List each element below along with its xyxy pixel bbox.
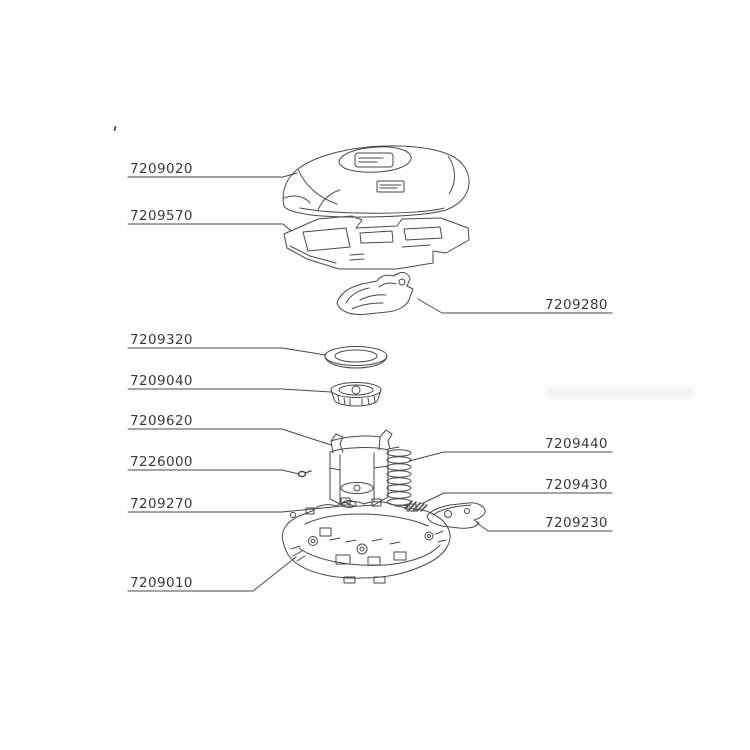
scan-smudge — [545, 387, 695, 399]
pulley-drawing — [330, 382, 382, 407]
leader-line-7209440 — [408, 451, 613, 462]
holder-drawing — [329, 429, 393, 508]
leader-line-7209270 — [127, 505, 344, 513]
part-label-7209430: 7209430 — [545, 477, 608, 493]
part-label-7209270: 7209270 — [130, 496, 193, 512]
leader-line-7209320 — [127, 347, 327, 356]
leader-line-7209430 — [420, 492, 613, 505]
part-label-7209230: 7209230 — [545, 515, 608, 531]
lever-drawing — [426, 502, 486, 529]
part-label-7209280: 7209280 — [545, 297, 608, 313]
part-label-7209620: 7209620 — [130, 413, 193, 429]
leader-line-7209230 — [476, 522, 613, 532]
sealing-ring-drawing — [324, 346, 388, 369]
part-label-7209010: 7209010 — [130, 575, 193, 591]
leader-line-7226000 — [127, 469, 300, 475]
part-label-7209440: 7209440 — [545, 436, 608, 452]
leader-line-7209040 — [127, 388, 332, 393]
top-cover-drawing — [282, 145, 470, 218]
base-housing-drawing — [281, 497, 451, 584]
part-label-7209040: 7209040 — [130, 373, 193, 389]
leader-lines — [127, 172, 613, 592]
leader-line-7209620 — [127, 428, 332, 446]
screw-drawing — [297, 470, 312, 478]
leader-line-7209280 — [417, 298, 613, 314]
part-label-7226000: 7226000 — [130, 454, 193, 470]
leader-line-7209010 — [127, 556, 297, 592]
part-label-7209320: 7209320 — [130, 332, 193, 348]
chassis-plate-drawing — [283, 215, 470, 270]
leader-line-7209570 — [127, 223, 292, 232]
spring-drawing — [386, 446, 412, 507]
part-label-7209570: 7209570 — [130, 208, 193, 224]
part-label-7209020: 7209020 — [130, 161, 193, 177]
bracket-drawing — [336, 271, 414, 315]
